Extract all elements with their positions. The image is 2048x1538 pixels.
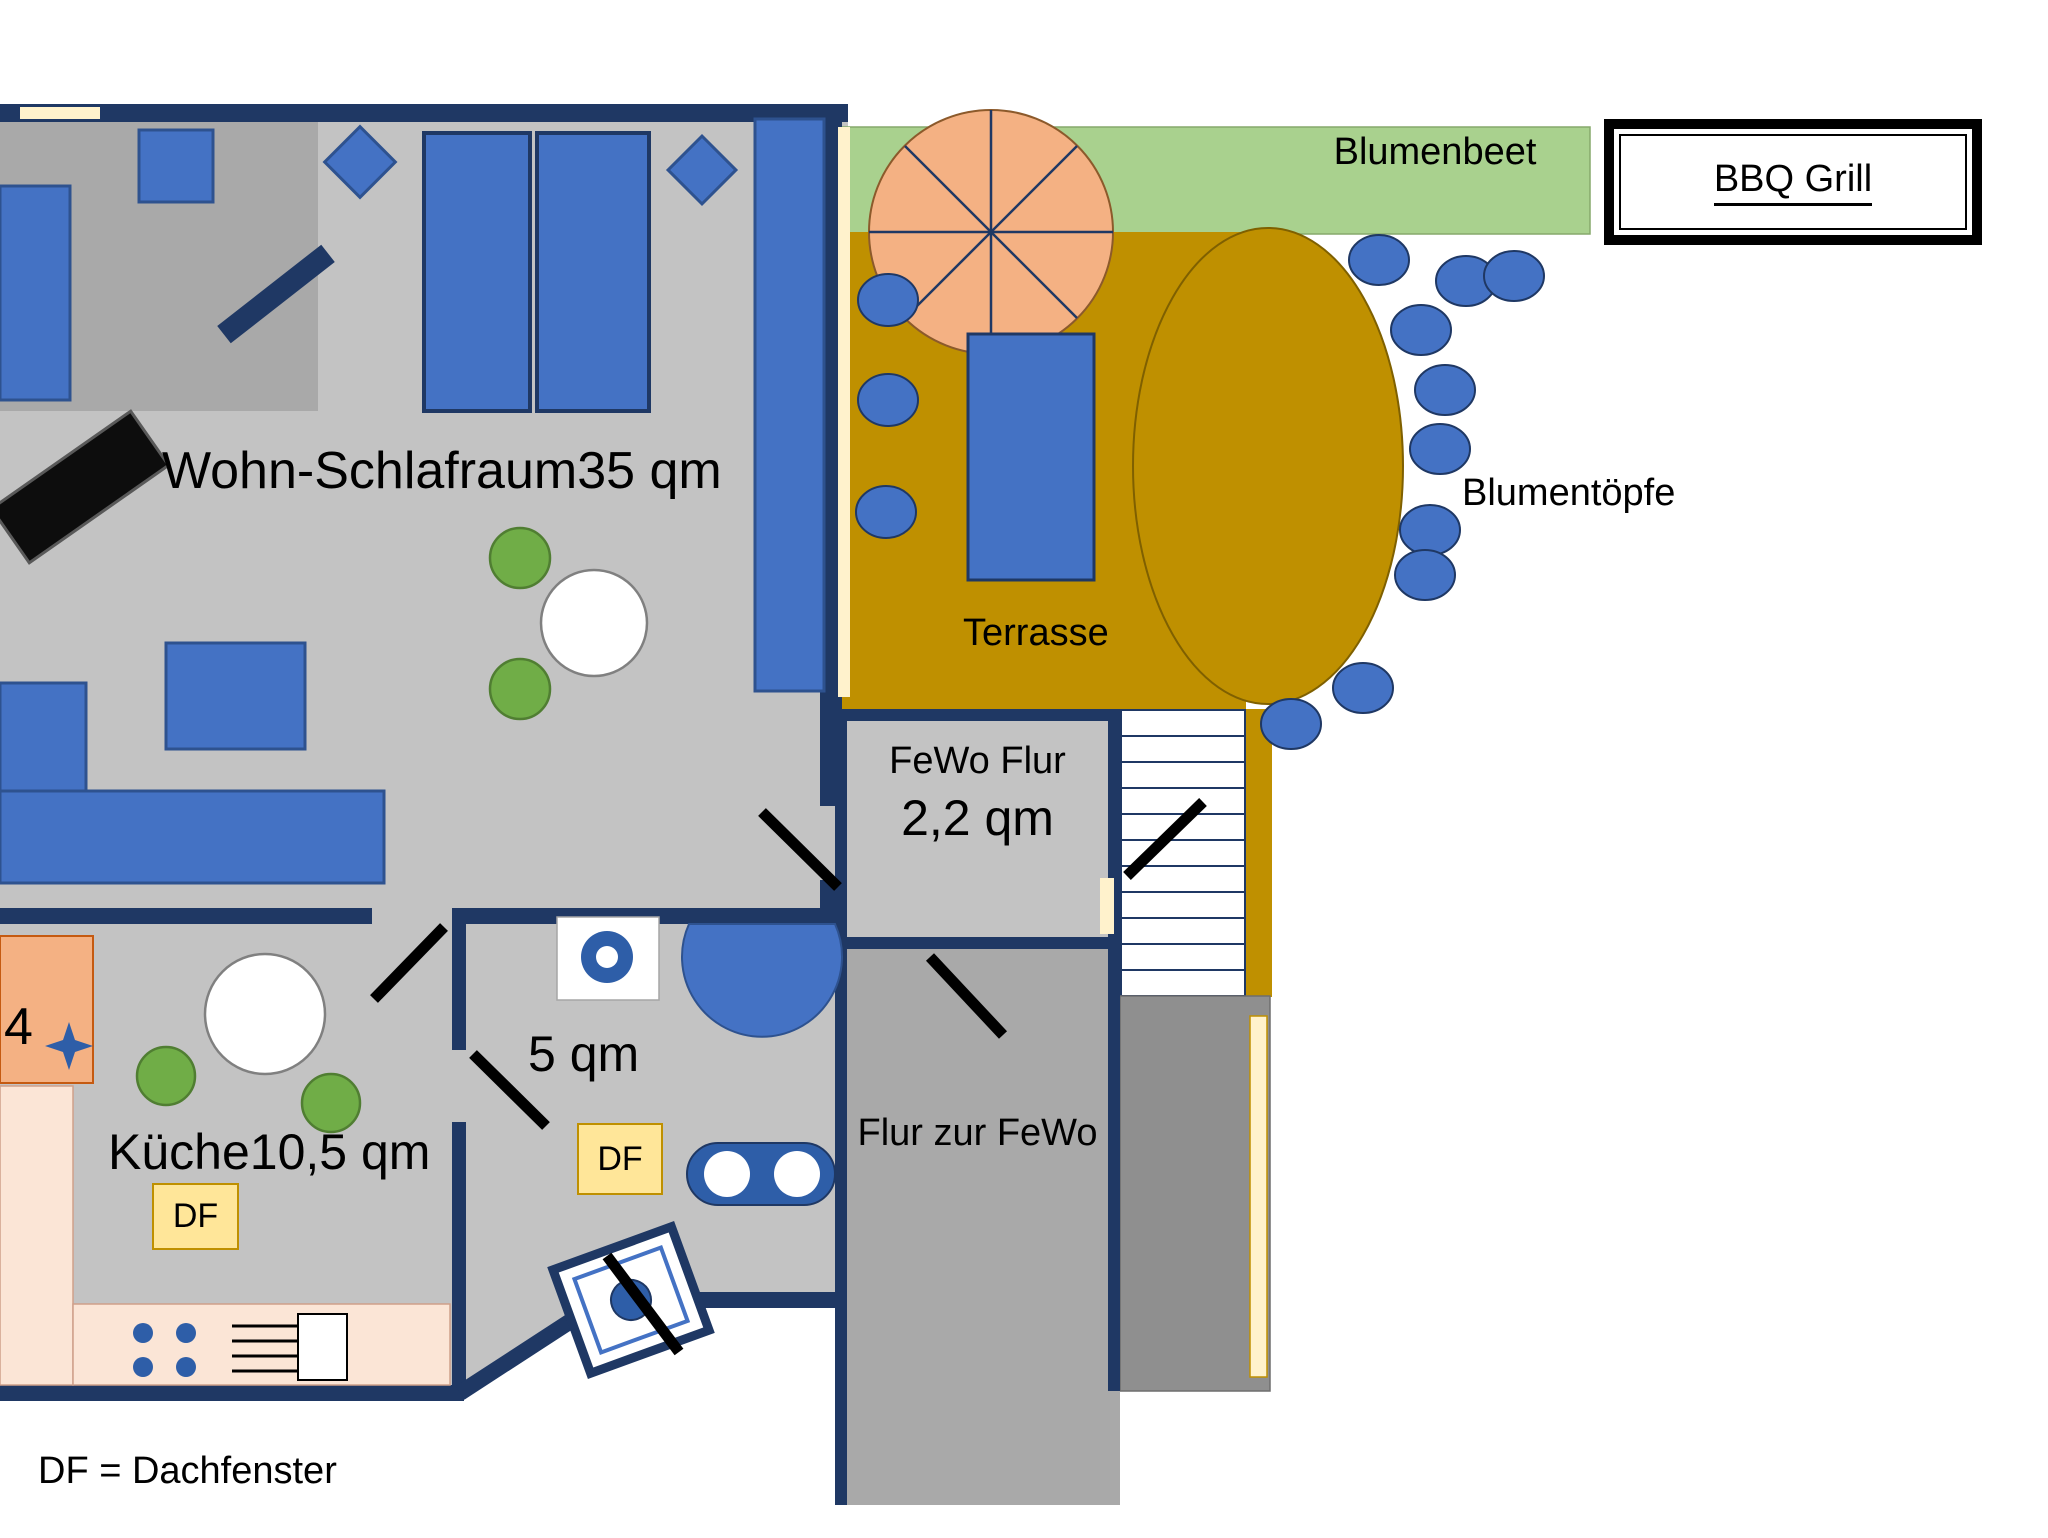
chair bbox=[300, 1072, 362, 1134]
sink-unit bbox=[297, 1313, 348, 1381]
star-icon bbox=[45, 1022, 93, 1070]
neighbor-window-strip bbox=[1249, 1015, 1268, 1378]
hallway-flur bbox=[835, 943, 1120, 1505]
fewo-flur-name: FeWo Flur bbox=[889, 740, 1066, 782]
sofa-horizontal bbox=[0, 789, 386, 885]
counter-left bbox=[0, 1085, 74, 1386]
bathtub-halfround bbox=[681, 923, 843, 1038]
shelf-diagonal bbox=[217, 244, 335, 344]
counter-bottom bbox=[72, 1303, 451, 1386]
parasol bbox=[868, 109, 1114, 355]
terrace-window-strip bbox=[838, 127, 850, 697]
kitchen-table bbox=[203, 952, 327, 1076]
stove-burners bbox=[133, 1323, 196, 1377]
flowerbed-label: Blumenbeet bbox=[1333, 131, 1537, 173]
basin-bowl bbox=[704, 1151, 750, 1197]
fewo-flur-area: 2,2 qm bbox=[901, 790, 1054, 846]
flowerpots-label: Blumentöpfe bbox=[1462, 472, 1676, 514]
flower-pots bbox=[1260, 234, 1545, 750]
kitchen-marker-number: 4 bbox=[4, 998, 33, 1056]
tv bbox=[0, 409, 171, 565]
bbq-grill-label: BBQ Grill bbox=[1713, 158, 1873, 206]
fewo-flur-door-marker bbox=[1100, 878, 1114, 934]
fewo-flur-label: FeWo Flur 2,2 qm bbox=[847, 740, 1108, 847]
staircase bbox=[1120, 709, 1246, 997]
skylight-marker-kitchen: DF bbox=[152, 1183, 239, 1250]
fewo-flur-room bbox=[835, 709, 1120, 949]
window-door bbox=[753, 117, 826, 693]
door-swings bbox=[370, 798, 1207, 1356]
dresser bbox=[164, 641, 307, 751]
terrace-large-oval bbox=[1132, 227, 1404, 705]
kitchen-unit-orange bbox=[0, 935, 94, 1084]
terrace-pots bbox=[855, 273, 919, 539]
chair bbox=[488, 526, 552, 590]
kitchen-items bbox=[0, 935, 451, 1386]
vent-grill bbox=[232, 1324, 306, 1373]
sun-lounger bbox=[966, 332, 1096, 582]
wardrobe bbox=[0, 184, 72, 402]
round-table bbox=[539, 568, 649, 678]
hallway-label: Flur zur FeWo bbox=[857, 1112, 1098, 1154]
bed-left bbox=[422, 131, 532, 413]
bath-label: 5 qm bbox=[528, 1026, 640, 1082]
living-room-label: Wohn-Schlafraum35 qm bbox=[162, 442, 722, 500]
bed-right bbox=[535, 131, 651, 413]
terrace-gold-strip bbox=[1246, 709, 1272, 997]
bbq-grill-box: BBQ Grill bbox=[1604, 119, 1982, 245]
cabinet bbox=[137, 128, 215, 204]
skylight-marker-bath: DF bbox=[577, 1123, 663, 1195]
top-window bbox=[20, 107, 100, 119]
kitchen-label: Küche10,5 qm bbox=[108, 1124, 431, 1180]
side-table bbox=[665, 133, 739, 207]
neighbor-area bbox=[1119, 995, 1271, 1392]
chair bbox=[488, 657, 552, 721]
side-table bbox=[322, 124, 398, 200]
living-furniture bbox=[0, 117, 826, 885]
basin-bowl bbox=[774, 1151, 820, 1197]
chair bbox=[135, 1045, 197, 1107]
terrace-label: Terrasse bbox=[963, 612, 1109, 654]
skylight-legend: DF = Dachfenster bbox=[38, 1450, 337, 1492]
